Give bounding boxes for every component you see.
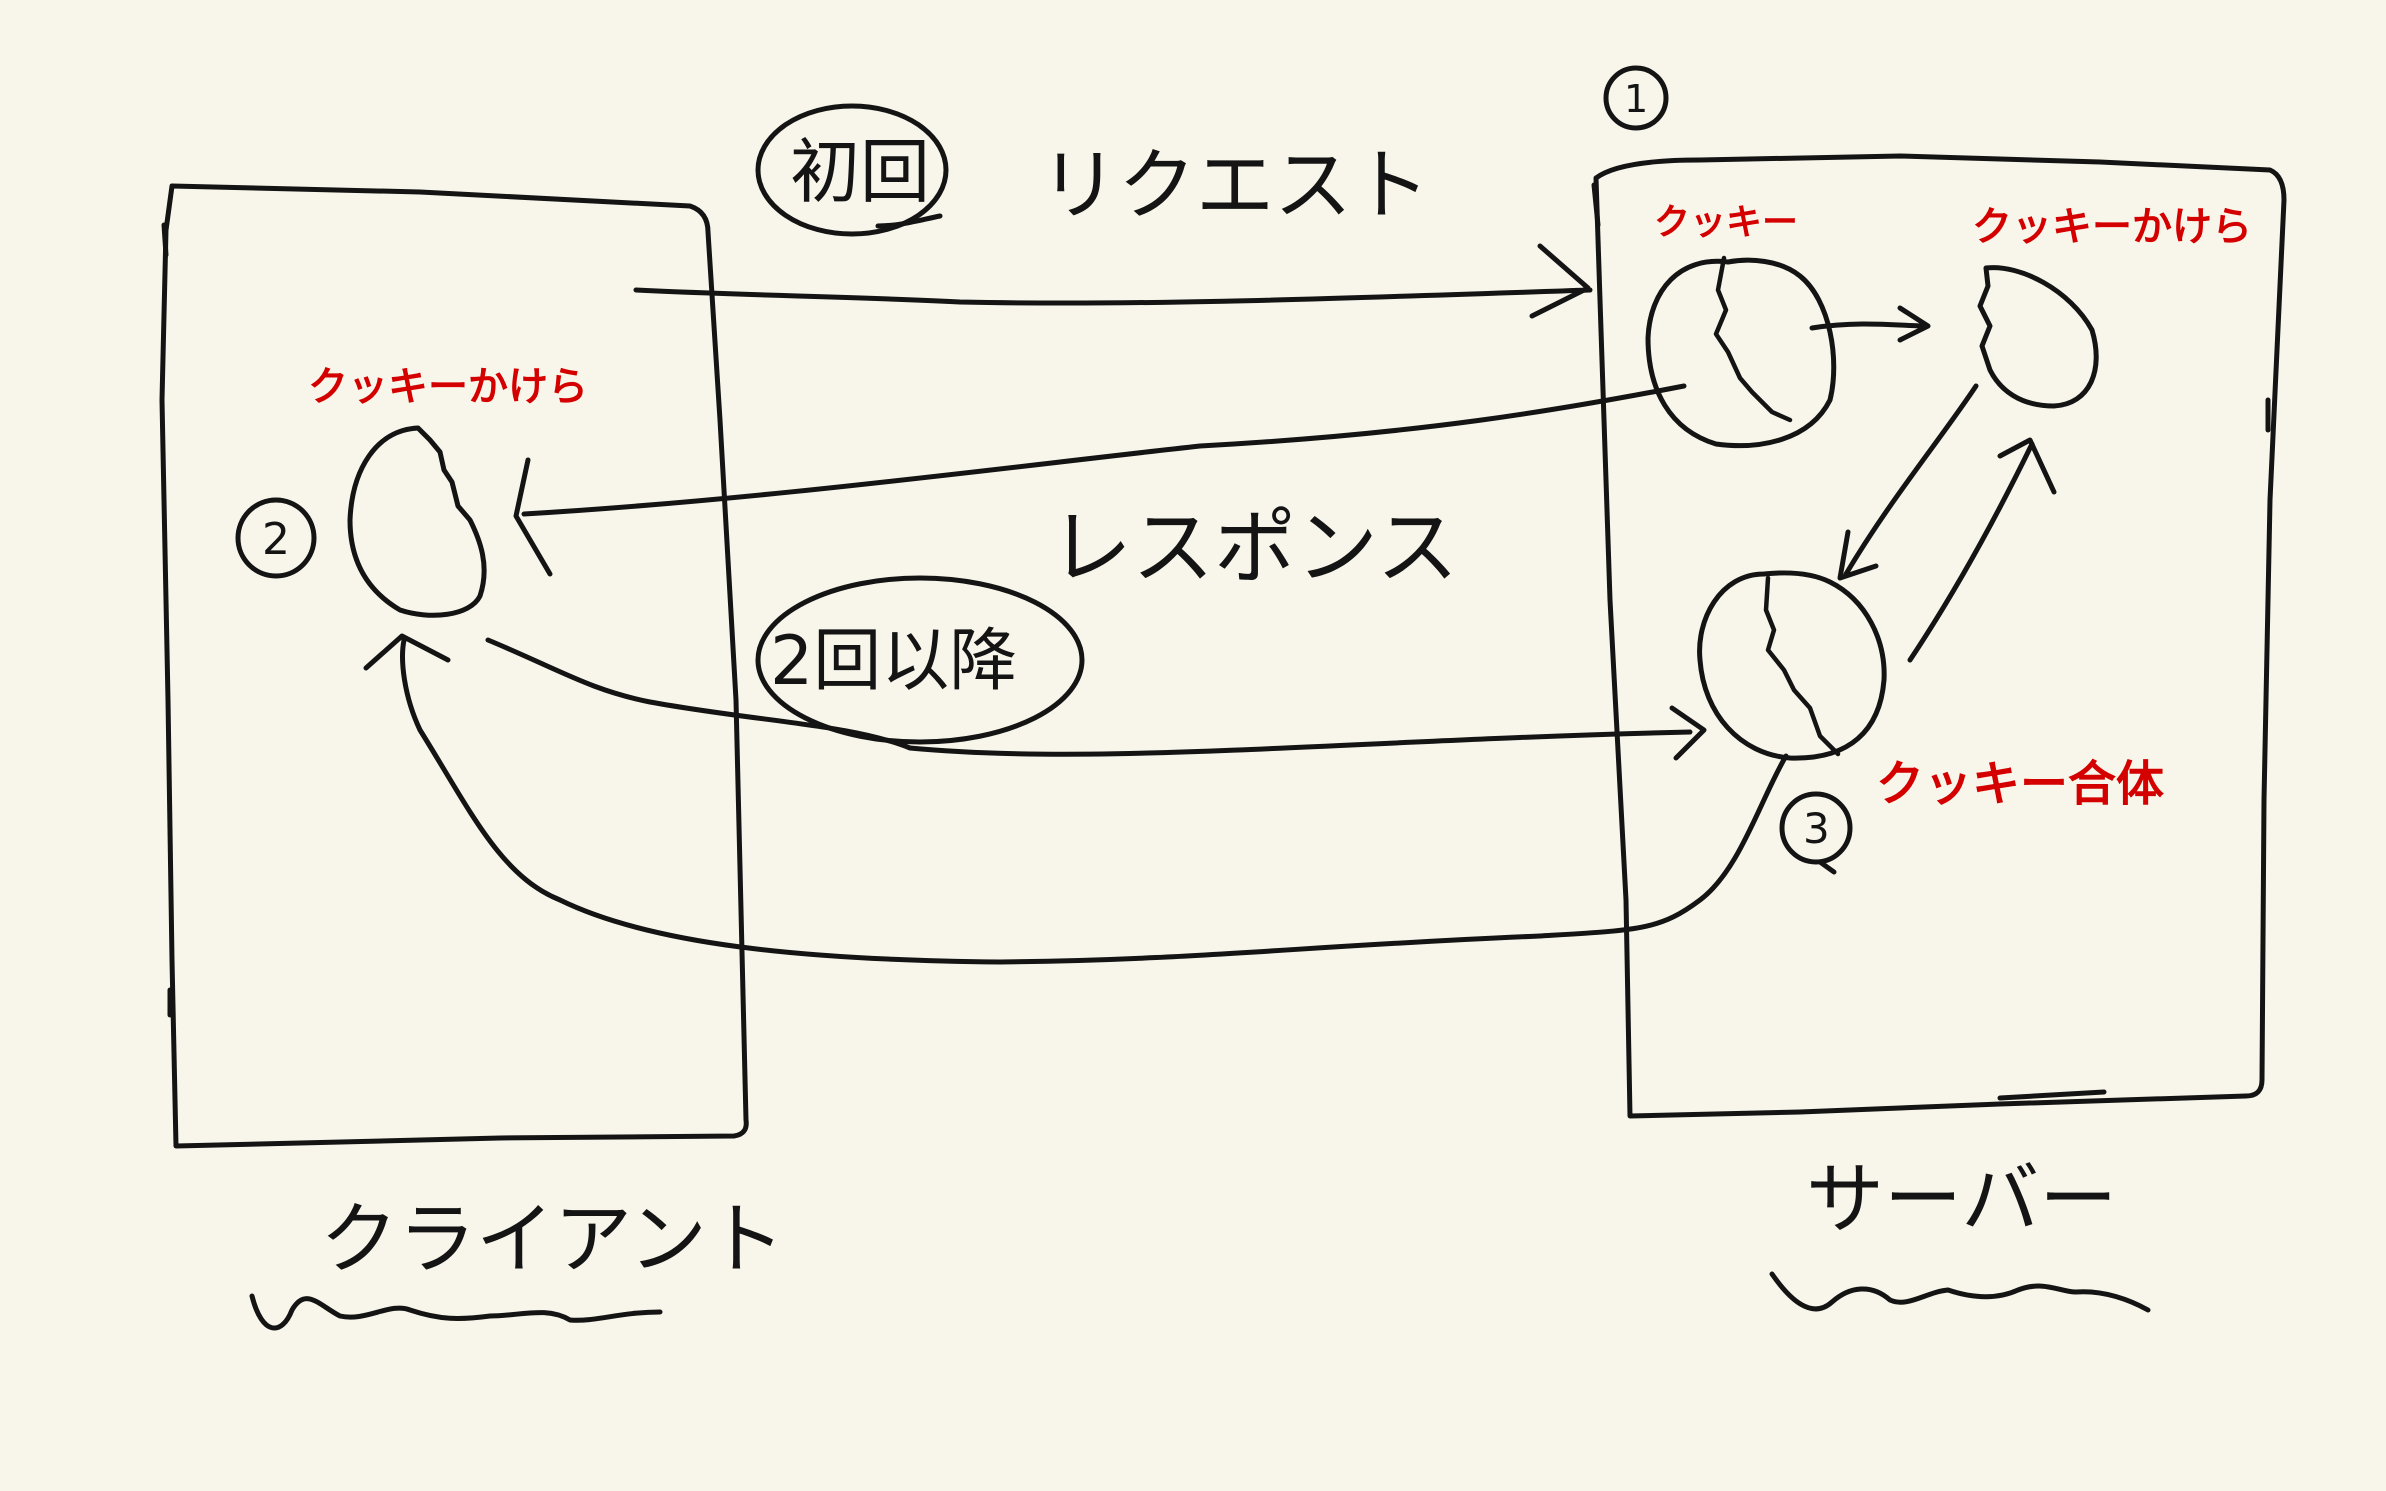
server-label: サーバー: [1806, 1155, 2117, 1245]
response-arrow: [521, 383, 1687, 517]
to-merge-arrow-head: [1837, 529, 1879, 581]
server-box: [1593, 153, 2287, 1119]
server-cookie-half: [1977, 265, 2099, 409]
server-box-tick: [1591, 182, 1601, 228]
client-box: [159, 183, 749, 1149]
client-box-tick: [161, 222, 169, 258]
client-cookie-half: [347, 425, 487, 618]
step3-circle: [1779, 791, 1853, 865]
request-arrow: [633, 287, 1593, 306]
second-response-arrow-head: [363, 633, 451, 671]
from-merge-arrow-head: [1997, 437, 2057, 495]
first-time-label: 初回: [790, 131, 930, 213]
response-label: レスポンス: [1050, 501, 1458, 596]
split-arrow: [1809, 321, 1925, 331]
step3-circle-tail: [1817, 859, 1837, 875]
client-underline: [249, 1293, 663, 1331]
response-arrow-head: [513, 457, 553, 577]
server-cookie: [1645, 257, 1837, 449]
second-request-arrow: [485, 637, 1693, 757]
from-merge-arrow: [1907, 441, 2035, 663]
second-time-circle: [755, 575, 1085, 745]
cookie-merged-note: クッキー合体: [1876, 756, 2164, 812]
merged-cookie: [1697, 570, 1887, 761]
to-merge-arrow: [1843, 383, 1979, 577]
step2-number: 2: [262, 514, 290, 565]
server-box-tick: [1997, 1089, 2107, 1101]
request-label: リクエスト: [1040, 141, 1430, 231]
client-label: クライアント: [320, 1195, 785, 1285]
split-arrow-head: [1897, 305, 1931, 343]
request-arrow-head: [1529, 243, 1591, 319]
first-time-circle-tail: [875, 213, 943, 229]
second-response-arrow: [400, 637, 1789, 965]
cookie-split-client-note: クッキーかけら: [308, 364, 588, 410]
second-request-arrow-head: [1669, 705, 1707, 761]
step3-number: 3: [1803, 804, 1830, 853]
step1-circle: [1603, 65, 1669, 131]
step1-number: 1: [1624, 77, 1648, 121]
first-time-circle: [755, 103, 949, 237]
server-underline: [1769, 1271, 2151, 1313]
server-cookie-crack: [1713, 255, 1793, 423]
merged-cookie-crack: [1763, 575, 1841, 757]
cookie-note: クッキー: [1654, 202, 1798, 243]
second-time-onward-label: 2回以降: [770, 622, 1017, 701]
step2-circle: [235, 497, 317, 579]
cookie-split-server-note: クッキーかけら: [1972, 204, 2252, 250]
